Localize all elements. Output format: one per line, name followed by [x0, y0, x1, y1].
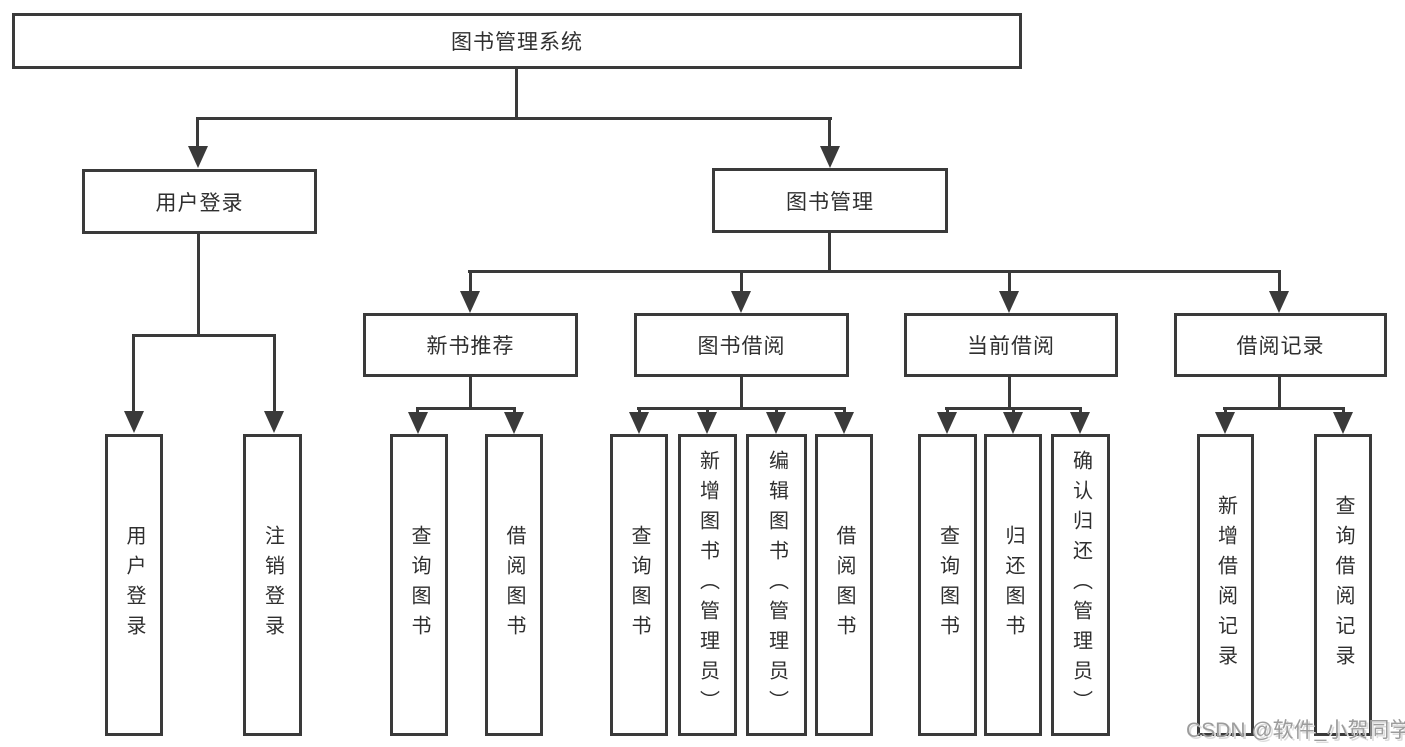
leaf-label: 归还图书 [1002, 525, 1024, 645]
leaf-label: 注销登录 [261, 525, 284, 645]
leaf-label: 用户登录 [123, 525, 145, 645]
leaf-label: 查询借阅记录 [1332, 495, 1354, 675]
arrowhead-down [1215, 412, 1235, 434]
connector-line [740, 377, 743, 409]
node-label: 当前借阅 [967, 335, 1055, 358]
node-label: 图书借阅 [697, 335, 786, 358]
connector-line [1224, 407, 1227, 415]
arrowhead-down [1333, 412, 1353, 434]
arrowhead-down [820, 146, 840, 168]
leaf-label: 借阅图书 [833, 525, 855, 645]
leaf-label: 编辑图书（管理员） [765, 450, 788, 720]
connector-line [196, 117, 199, 150]
leaf-query-borrow-record: 查询借阅记录 [1314, 434, 1372, 736]
connector-line [1012, 407, 1015, 415]
leaf-add-book-admin: 新增图书（管理员） [678, 434, 737, 736]
connector-line [775, 407, 778, 415]
connector-line [416, 407, 516, 410]
connector-line [468, 270, 1281, 273]
connector-line [513, 407, 516, 415]
connector-line [273, 334, 276, 416]
connector-line [843, 407, 846, 415]
connector-line [706, 407, 709, 415]
connector-line [1223, 407, 1345, 410]
arrowhead-down [1003, 412, 1023, 434]
connector-line [1342, 407, 1345, 415]
leaf-query-book-borrowing: 查询图书 [610, 434, 668, 736]
connector-line [1008, 270, 1011, 296]
node-label: 新书推荐 [426, 335, 515, 358]
arrowhead-down [999, 291, 1019, 313]
leaf-label: 新增图书（管理员） [696, 450, 719, 720]
connector-line [416, 407, 419, 415]
node-book-management: 图书管理 [712, 168, 948, 233]
arrowhead-down [731, 291, 751, 313]
arrowhead-down [834, 412, 854, 434]
leaf-label: 新增借阅记录 [1214, 495, 1237, 675]
connector-line [638, 407, 641, 415]
node-root-label: 图书管理系统 [451, 31, 583, 54]
node-current-borrowing: 当前借阅 [904, 313, 1118, 377]
leaf-return-book: 归还图书 [984, 434, 1042, 736]
connector-line [196, 117, 832, 120]
arrowhead-down [937, 412, 957, 434]
arrowhead-down [408, 412, 428, 434]
connector-line [637, 407, 846, 410]
arrowhead-down [188, 146, 208, 168]
connector-line [740, 270, 743, 296]
node-root: 图书管理系统 [12, 13, 1022, 69]
arrowhead-down [1269, 291, 1289, 313]
node-new-book-recommend: 新书推荐 [363, 313, 578, 377]
connector-line [515, 68, 518, 119]
leaf-query-book-current: 查询图书 [918, 434, 977, 736]
connector-line [946, 407, 949, 415]
arrowhead-down [460, 291, 480, 313]
arrowhead-down [766, 412, 786, 434]
leaf-label: 借阅图书 [503, 525, 525, 645]
leaf-logout: 注销登录 [243, 434, 302, 736]
leaf-label: 查询图书 [408, 525, 430, 645]
arrowhead-down [264, 411, 284, 433]
connector-line [469, 270, 472, 296]
connector-line [828, 117, 831, 150]
connector-line [197, 234, 200, 337]
leaf-user-login: 用户登录 [105, 434, 163, 736]
leaf-borrow-book-borrowing: 借阅图书 [815, 434, 873, 736]
leaf-label: 查询图书 [628, 525, 650, 645]
arrowhead-down [697, 412, 717, 434]
node-label: 借阅记录 [1236, 335, 1325, 358]
connector-line [132, 334, 276, 337]
connector-line [1079, 407, 1082, 415]
node-book-borrowing: 图书借阅 [634, 313, 849, 377]
connector-line [828, 233, 831, 273]
leaf-borrow-book-recommend: 借阅图书 [485, 434, 543, 736]
leaf-edit-book-admin: 编辑图书（管理员） [746, 434, 807, 736]
arrowhead-down [124, 411, 144, 433]
leaf-confirm-return-admin: 确认归还（管理员） [1051, 434, 1110, 736]
arrowhead-down [629, 412, 649, 434]
arrowhead-down [1070, 412, 1090, 434]
connector-line [1278, 377, 1281, 409]
arrowhead-down [504, 412, 524, 434]
node-user-login: 用户登录 [82, 169, 317, 234]
node-borrowing-records: 借阅记录 [1174, 313, 1387, 377]
leaf-query-book-recommend: 查询图书 [390, 434, 448, 736]
csdn-watermark: CSDN @软件_小贺同学 [1186, 719, 1405, 742]
leaf-label: 查询图书 [936, 525, 959, 645]
leaf-label: 确认归还（管理员） [1069, 450, 1092, 720]
connector-line [1278, 270, 1281, 296]
node-label: 图书管理 [786, 190, 874, 214]
connector-line [469, 377, 472, 409]
connector-line [1008, 377, 1011, 409]
node-label: 用户登录 [155, 191, 244, 215]
leaf-add-borrow-record: 新增借阅记录 [1197, 434, 1254, 736]
connector-line [132, 334, 135, 416]
